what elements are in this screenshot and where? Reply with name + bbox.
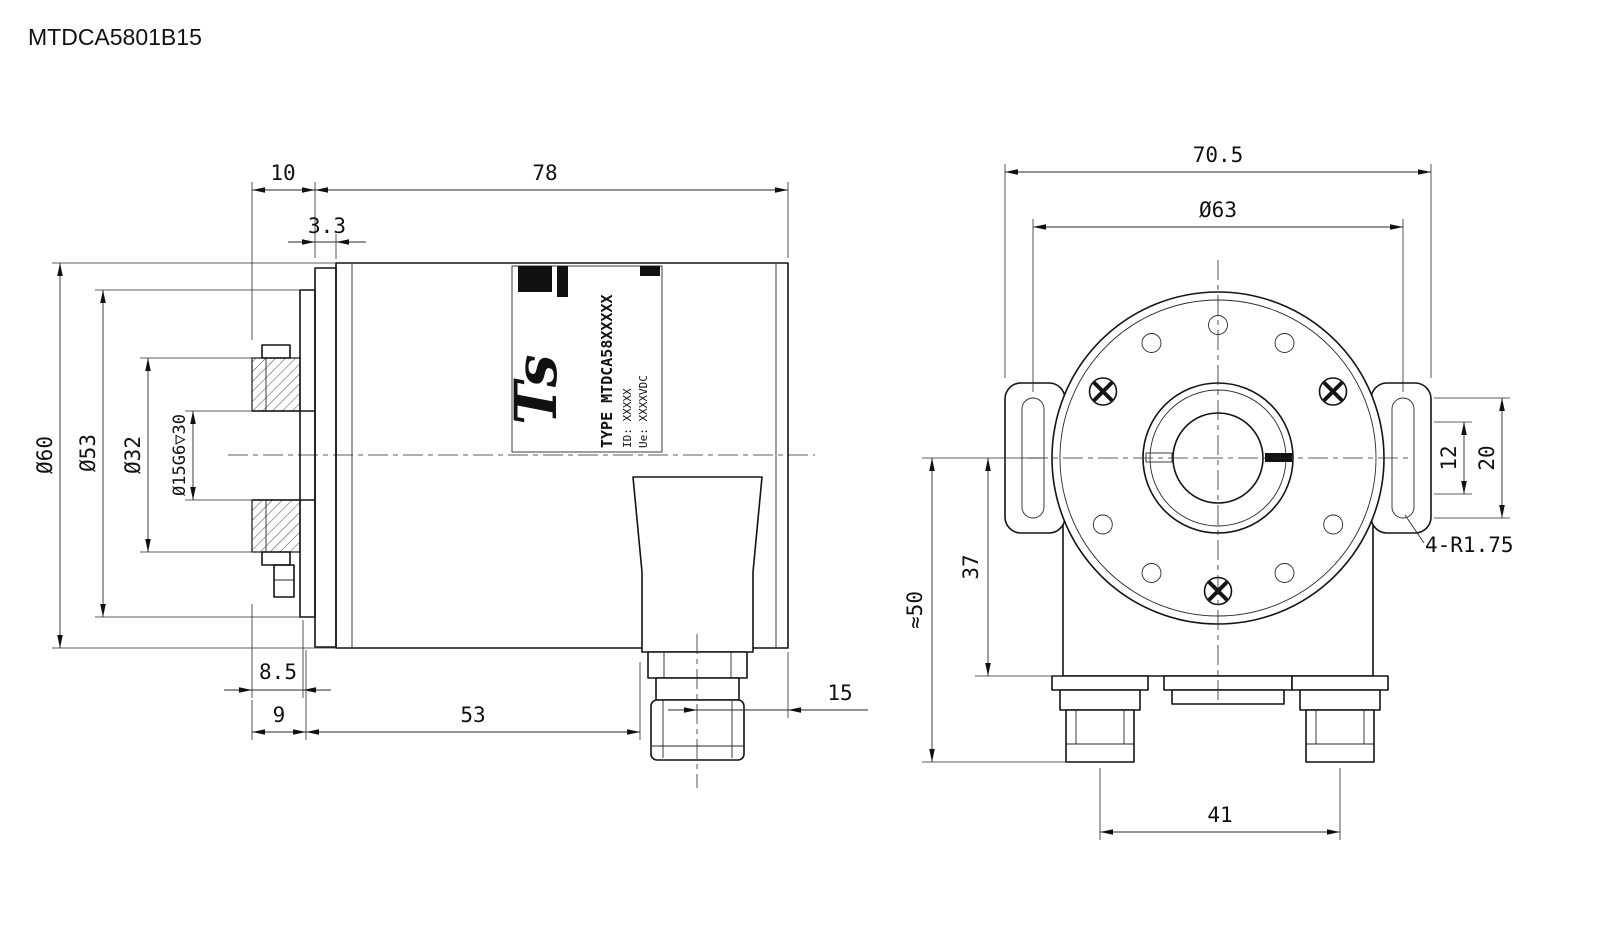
bottom-connectors — [1051, 675, 1389, 763]
screw-upper-right — [1318, 377, 1348, 406]
dim-front-offset: 10 — [270, 161, 295, 185]
brand-logo: Ts — [502, 355, 570, 426]
dim-hub-depth: 8.5 — [259, 660, 297, 684]
dim-flange-thickness: 3.3 — [308, 214, 346, 238]
dim-body-diameter: Ø60 — [33, 436, 57, 474]
product-label: Ts TYPE MTDCA58XXXXX ID: XXXXX Ue: XXXXV… — [502, 265, 663, 453]
encoder-body — [335, 262, 789, 649]
mounting-flange — [299, 267, 337, 648]
screw-upper-left — [1088, 377, 1118, 406]
dim-hub-diameter: Ø32 — [121, 436, 145, 474]
page-title: MTDCA5801B15 — [28, 24, 202, 50]
dim-connector-position: 53 — [460, 703, 485, 727]
dim-connector-offset: 15 — [827, 681, 852, 705]
dim-slot-width: 12 — [1437, 445, 1461, 470]
label-print-mark — [518, 266, 552, 292]
side-view: Ts TYPE MTDCA58XXXXX ID: XXXXX Ue: XXXXV… — [33, 161, 868, 788]
dim-center-to-connector: ≈50 — [903, 591, 927, 629]
clamp-screw — [273, 564, 295, 598]
label-print-mark — [640, 266, 660, 276]
front-dimensions: 70.5 Ø63 12 20 4-R1.75 37 — [903, 143, 1514, 840]
dim-flange-diameter: Ø53 — [76, 434, 100, 472]
hollow-shaft-hub — [251, 344, 315, 598]
clamp-slit-right — [1265, 453, 1292, 462]
dim-body-length: 78 — [532, 161, 557, 185]
clamp-slit-left — [1145, 452, 1173, 463]
center-cap — [1163, 675, 1293, 705]
dim-overall-width: 70.5 — [1193, 143, 1244, 167]
dim-center-to-base: 37 — [959, 554, 983, 579]
connector-right — [1291, 675, 1389, 763]
dim-ear-height: 20 — [1475, 445, 1499, 470]
dim-mount-circle: Ø63 — [1199, 198, 1237, 222]
dim-shaft-front: 9 — [273, 703, 286, 727]
dim-bore: Ø15G6▽30 — [170, 414, 190, 496]
label-id-line: ID: XXXXX — [621, 388, 634, 448]
side-connector — [632, 476, 763, 788]
front-view: 70.5 Ø63 12 20 4-R1.75 37 — [903, 143, 1514, 840]
side-dimensions: 10 78 3.3 Ø60 Ø53 Ø32 — [33, 161, 868, 740]
label-type-line: TYPE MTDCA58XXXXX — [598, 294, 616, 448]
bolt-holes — [1092, 315, 1344, 583]
label-ue-line: Ue: XXXXVDC — [637, 375, 650, 448]
connector-left — [1051, 675, 1149, 763]
dim-connector-spacing: 41 — [1207, 803, 1232, 827]
label-print-mark — [557, 266, 568, 297]
dim-ear-radius: 4-R1.75 — [1425, 533, 1514, 557]
